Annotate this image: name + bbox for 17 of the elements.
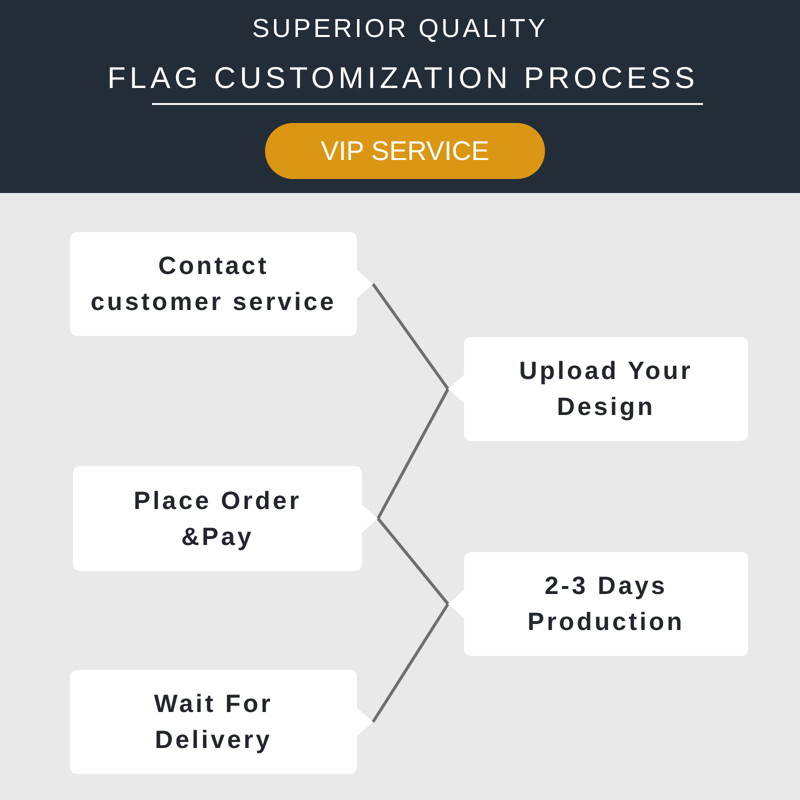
- connector-line: [372, 603, 450, 723]
- step-label: Contact customer service: [90, 251, 336, 318]
- connector-line: [372, 283, 450, 390]
- title: FLAG CUSTOMIZATION PROCESS: [107, 61, 699, 97]
- step-label: 2-3 Days Production: [528, 571, 684, 638]
- step-label: Place Order &Pay: [134, 486, 302, 552]
- step-label: Upload Your Design: [519, 356, 693, 423]
- step-label: Wait For Delivery: [154, 689, 274, 756]
- step-bubble: [70, 670, 373, 774]
- pill-label: VIP SERVICE: [320, 135, 490, 167]
- step-bubble: [448, 552, 748, 656]
- step-bubble: [70, 232, 373, 336]
- connector-line: [376, 388, 450, 520]
- subtitle: SUPERIOR QUALITY: [252, 13, 548, 43]
- step-bubble: [73, 466, 378, 571]
- connector-line: [376, 518, 450, 605]
- step-bubble: [448, 337, 748, 441]
